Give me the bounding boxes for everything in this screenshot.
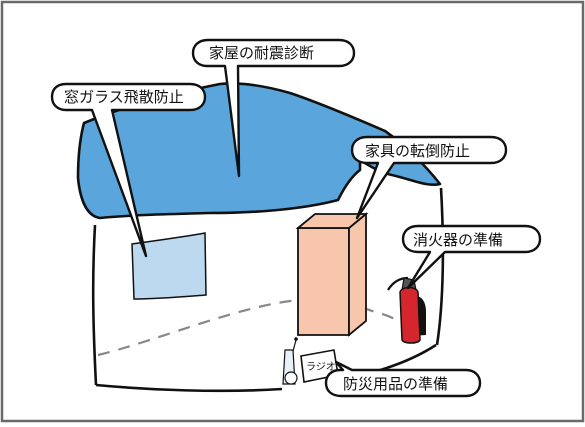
house-floor-line [95,383,283,393]
callout-supplies: 防災用品の準備 [324,360,482,398]
house-left-wall [91,224,98,386]
label-furniture: 家具の転倒防止 [365,142,470,160]
callout-seismic-diagnosis: 家屋の耐震診断 [191,38,356,178]
label-window-glass: 窓ガラス飛散防止 [64,88,184,106]
fire-extinguisher-icon [387,276,426,344]
furniture-cabinet [295,212,369,337]
radio-label: ラジオ [306,361,336,373]
callout-window-glass: 窓ガラス飛散防止 [50,82,207,258]
label-extinguisher: 消火器の準備 [413,231,503,249]
callout-furniture: 家具の転倒防止 [350,135,508,220]
label-seismic-diagnosis: 家屋の耐震診断 [209,44,314,62]
callout-extinguisher: 消火器の準備 [401,224,542,290]
window-glass [131,232,207,300]
label-supplies: 防災用品の準備 [343,375,448,393]
house-right-wall [435,187,445,346]
